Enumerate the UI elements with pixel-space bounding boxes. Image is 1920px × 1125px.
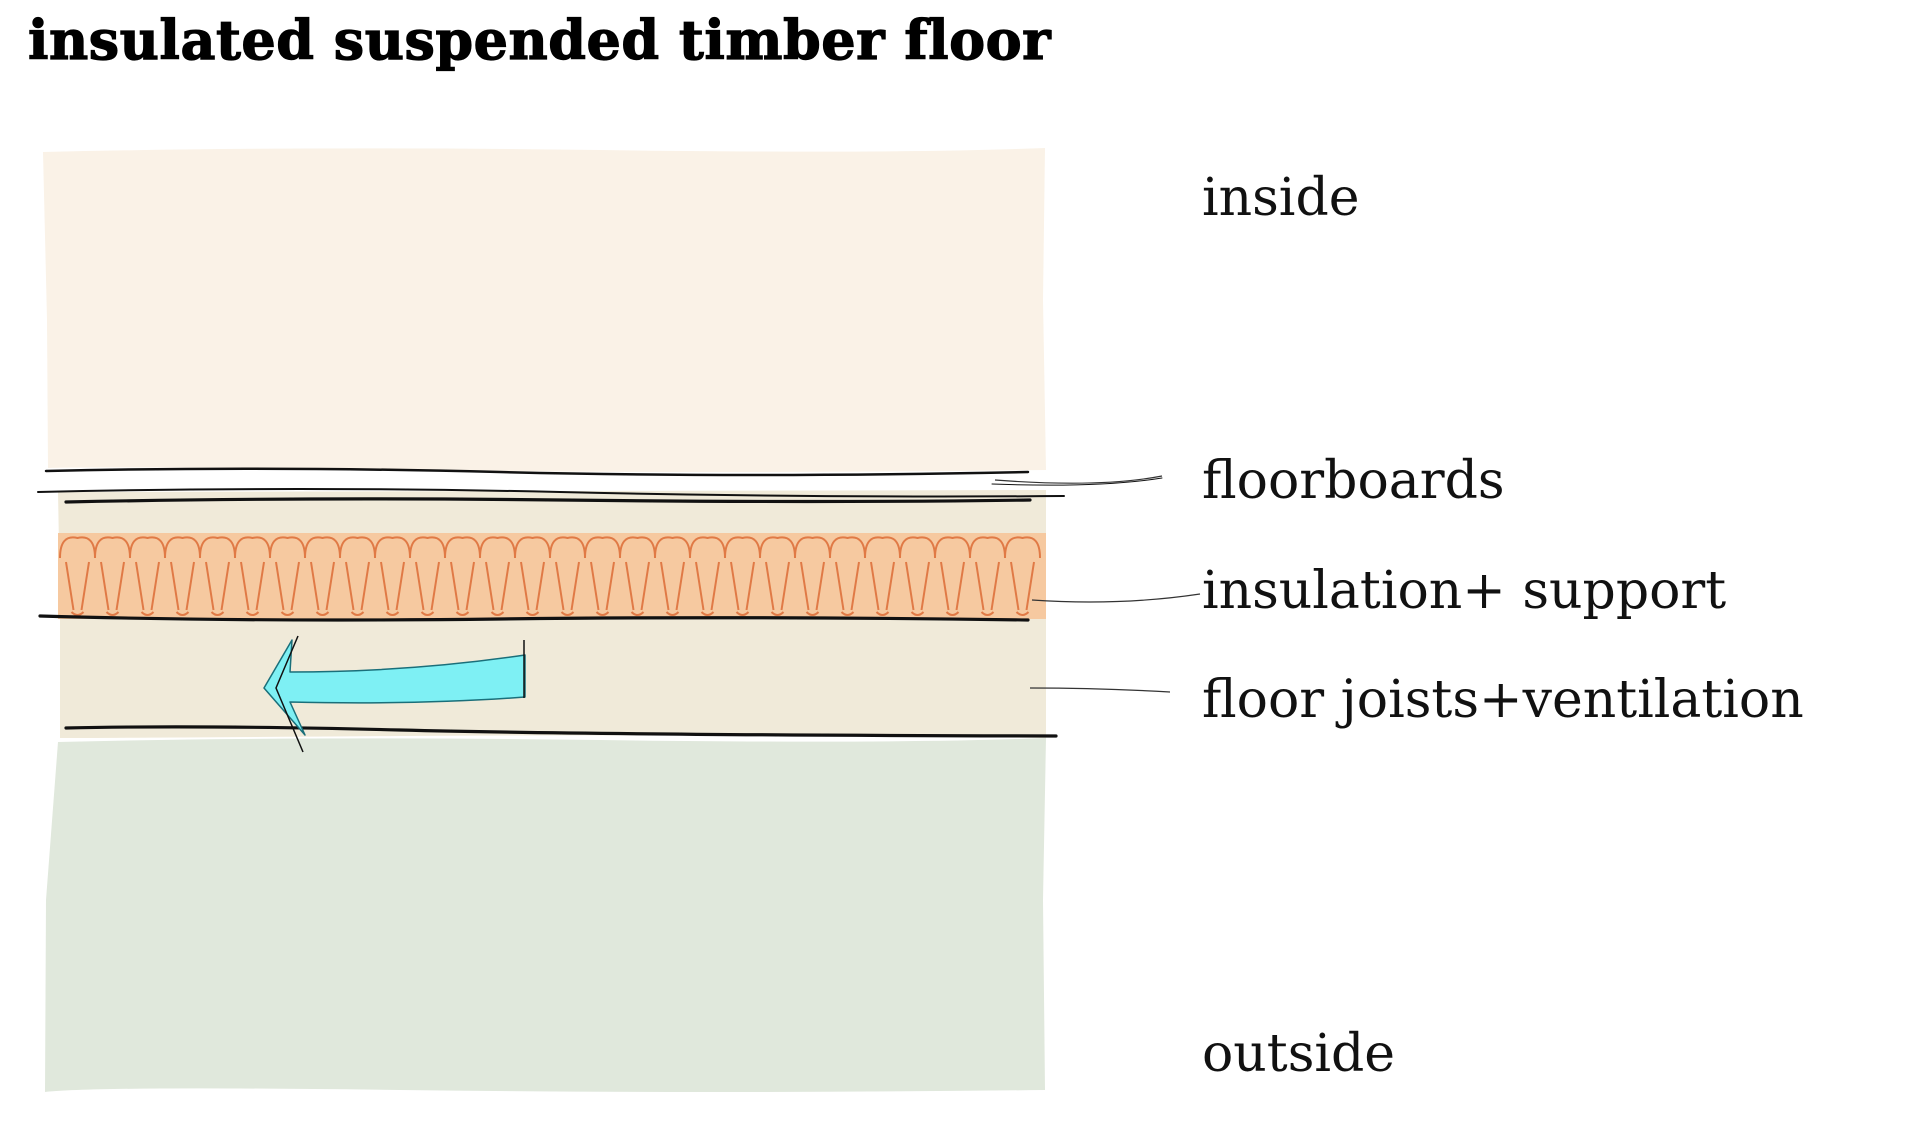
leader-lines [994, 475, 1201, 693]
label-floorboards: floorboards [1202, 451, 1505, 511]
joist-lines [38, 614, 1058, 738]
outside-zone [45, 738, 1046, 1092]
diagram-title: insulated suspended timber floor [27, 7, 1052, 72]
leader-floorboards [994, 475, 1163, 484]
leader-insulation [1031, 593, 1201, 603]
label-inside: inside [1202, 168, 1360, 228]
insulation-layer [58, 533, 1046, 619]
label-joists-ventilation: floor joists+ventilation [1202, 670, 1804, 730]
floorboards-lines [37, 467, 1163, 504]
inside-zone [43, 148, 1046, 472]
leader-joists [1029, 687, 1171, 693]
label-outside: outside [1202, 1024, 1396, 1084]
label-insulation: insulation+ support [1202, 561, 1727, 621]
left-arrow-icon [263, 635, 526, 753]
